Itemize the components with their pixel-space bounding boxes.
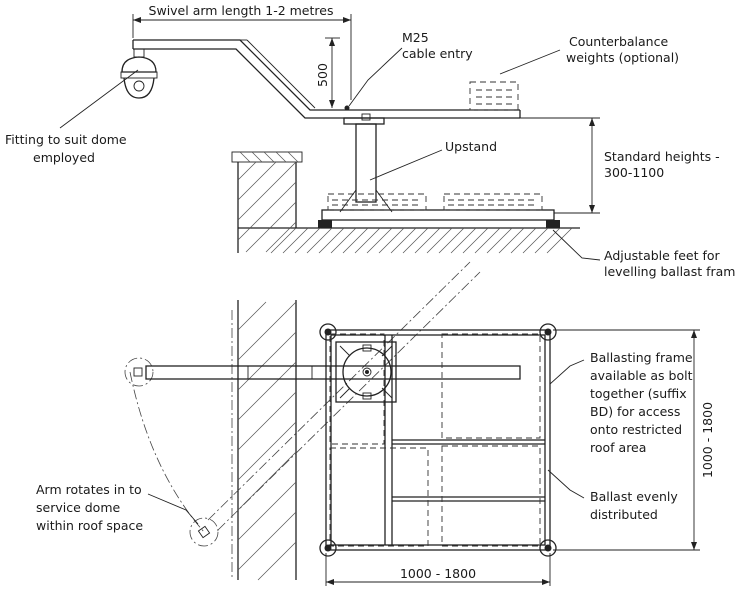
- ballasting-label-2: available as bolt: [590, 368, 693, 383]
- ballasting-label-1: Ballasting frame: [590, 350, 693, 365]
- fitting-label-1: Fitting to suit dome: [5, 132, 127, 147]
- rotates-label-3: within roof space: [36, 518, 143, 533]
- ballasting-label-3: together (suffix: [590, 386, 687, 401]
- parapet-wall: [231, 151, 303, 253]
- feet-label-1: Adjustable feet for: [604, 248, 721, 263]
- frame-width-label: 1000 - 1800: [400, 566, 476, 581]
- counterbalance-label-1: Counterbalance: [569, 34, 668, 49]
- swivel-arm-label: Swivel arm length 1-2 metres: [149, 3, 334, 18]
- rotates-label-1: Arm rotates in to: [36, 482, 142, 497]
- frame-depth-label: 1000 - 1800: [700, 402, 715, 478]
- height-500-dimension: [325, 37, 340, 108]
- ballasting-label-6: roof area: [590, 440, 646, 455]
- counterbalance-label-2: weights (optional): [566, 50, 679, 65]
- cable-entry-label-2: cable entry: [402, 46, 473, 61]
- arm-height-label: 500: [315, 63, 330, 87]
- ballasting-label-4: BD) for access: [590, 404, 680, 419]
- side-elevation: [59, 14, 601, 261]
- ballast-even-label-2: distributed: [590, 507, 658, 522]
- frame-width-dimension: [325, 553, 551, 586]
- upstand: [339, 113, 393, 213]
- cable-entry-label-1: M25: [402, 30, 429, 45]
- arm-rotation-path: [124, 261, 481, 547]
- counterbalance-weights: [469, 81, 519, 111]
- frame-depth-dimension: [553, 329, 700, 551]
- swivel-arm-dimension: [132, 14, 352, 100]
- rotates-label-2: service dome: [36, 500, 121, 515]
- feet-label-2: levelling ballast frame: [604, 264, 735, 279]
- upstand-label: Upstand: [445, 139, 497, 154]
- camera-dome-icon: [120, 48, 158, 99]
- swivel-plate-plan: [335, 341, 397, 403]
- ballasting-label-5: onto restricted: [590, 422, 682, 437]
- roof-surface: [238, 227, 580, 254]
- standard-heights-label-2: 300-1100: [604, 165, 664, 180]
- labels: Swivel arm length 1-2 metres 500 M25 cab…: [5, 3, 735, 581]
- standard-heights-dimension: [384, 117, 600, 214]
- standard-heights-label-1: Standard heights -: [604, 149, 720, 164]
- ballast-frame-plan: [319, 323, 557, 557]
- plan-leaders: [147, 359, 585, 525]
- cable-entry-point: [344, 105, 350, 111]
- parapet-wall-plan: [231, 300, 297, 581]
- fitting-label-2: employed: [33, 150, 95, 165]
- plan-view: [124, 261, 700, 586]
- swivel-arm-plan: [145, 365, 521, 380]
- side-leaders: [59, 47, 601, 261]
- ballast-even-label-1: Ballast evenly: [590, 489, 678, 504]
- ballast-frame-side: [318, 193, 560, 228]
